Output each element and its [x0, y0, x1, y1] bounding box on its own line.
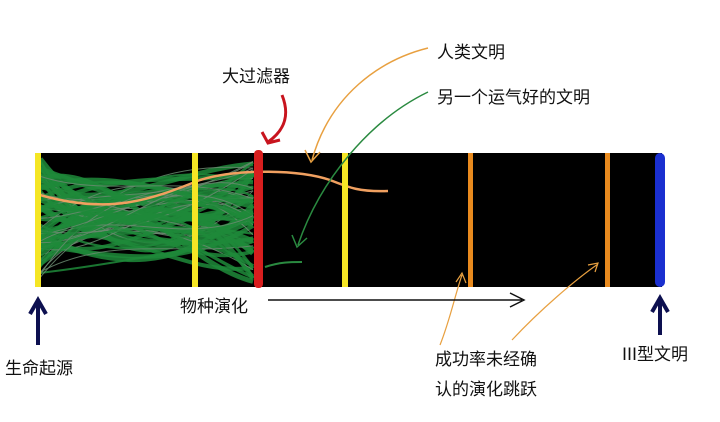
- species-strand: [39, 204, 255, 234]
- type3-civilization-label: III型文明: [622, 345, 689, 365]
- species-evolution-label: 物种演化: [180, 297, 248, 317]
- type3-civilization-line: [655, 153, 665, 287]
- species-strand: [38, 172, 254, 211]
- species-strand: [39, 194, 254, 236]
- species-strands: [37, 157, 256, 284]
- human-civilization-label: 人类文明: [437, 43, 505, 63]
- great-filter-line: [254, 150, 263, 288]
- milestone-line-origin: [35, 153, 41, 287]
- type3-arrow-icon: [650, 293, 670, 335]
- unconfirmed-jump-label-2: 认的演化跳跃: [435, 380, 537, 400]
- human-civ-arrow-icon: [304, 47, 429, 164]
- unconfirmed-jump-line-2: [605, 153, 610, 287]
- lucky-civilization-path: [264, 261, 303, 268]
- species-strand: [39, 180, 254, 222]
- species-strand: [39, 182, 254, 244]
- species-strand: [39, 211, 254, 277]
- unconfirmed-jump-line-1: [468, 153, 473, 287]
- origin-arrow-icon: [28, 295, 48, 345]
- lucky-civilization-label: 另一个运气好的文明: [437, 88, 590, 108]
- evolution-arrow-icon: [268, 292, 526, 308]
- species-strand: [39, 207, 255, 270]
- species-strand: [38, 208, 254, 257]
- unconfirmed-arrow-1-icon: [439, 271, 467, 346]
- great-filter-arrow-icon: [260, 94, 288, 145]
- milestone-line-2: [192, 153, 198, 287]
- origin-of-life-label: 生命起源: [5, 359, 73, 379]
- species-strand: [39, 175, 254, 200]
- species-strand: [39, 215, 254, 242]
- lucky-civ-arrow-icon: [291, 91, 429, 249]
- milestone-line-3: [342, 153, 348, 287]
- great-filter-label: 大过滤器: [222, 67, 290, 87]
- unconfirmed-jump-label-1: 成功率未经确: [435, 350, 537, 370]
- species-strand: [39, 167, 254, 276]
- unconfirmed-arrow-2-icon: [511, 262, 599, 341]
